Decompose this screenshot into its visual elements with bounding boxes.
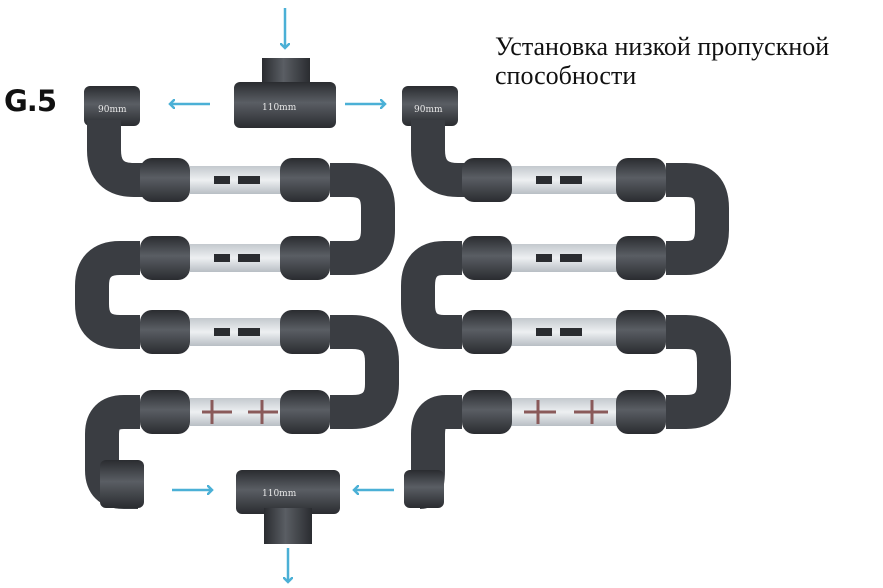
left-branch: 90mm [75,86,399,509]
left-outlet-elbow [100,460,144,508]
left-union-1a [140,158,190,202]
right-union-2b [616,236,666,280]
right-inlet-elbow [402,86,458,126]
left-union-3a [140,310,190,354]
left-inlet-elbow [84,86,140,126]
flow-arrows [170,8,394,582]
right-elbow-1 [411,120,480,197]
right-union-1b [616,158,666,202]
left-union-2a [140,236,190,280]
right-inlet-label: 90mm [414,105,443,115]
top-tee: 110mm [234,58,336,128]
figure-label: G.5 [4,84,57,118]
right-outlet-elbow [404,470,444,508]
left-union-3b [280,310,330,354]
right-elbow-2 [666,163,729,275]
left-elbow-2 [330,163,395,275]
bottom-tee-label: 110mm [262,489,297,499]
top-tee-label: 110mm [262,103,297,113]
left-elbow-1 [87,120,160,197]
right-union-3b [616,310,666,354]
left-union-1b [280,158,330,202]
left-union-2b [280,236,330,280]
left-elbow-4 [330,315,399,429]
right-branch: 90mm [401,86,731,509]
left-union-4b [280,390,330,434]
left-elbow-3 [75,241,140,349]
left-inlet-label: 90mm [98,105,127,115]
left-union-4a [140,390,190,434]
right-union-2a [462,236,512,280]
right-union-1a [462,158,512,202]
page-title: Установка низкой пропускной способности [495,32,830,90]
right-union-4a [462,390,512,434]
right-union-4b [616,390,666,434]
right-elbow-4 [666,315,731,429]
bottom-tee: 110mm [236,470,340,544]
right-union-3a [462,310,512,354]
right-elbow-3 [401,241,462,349]
